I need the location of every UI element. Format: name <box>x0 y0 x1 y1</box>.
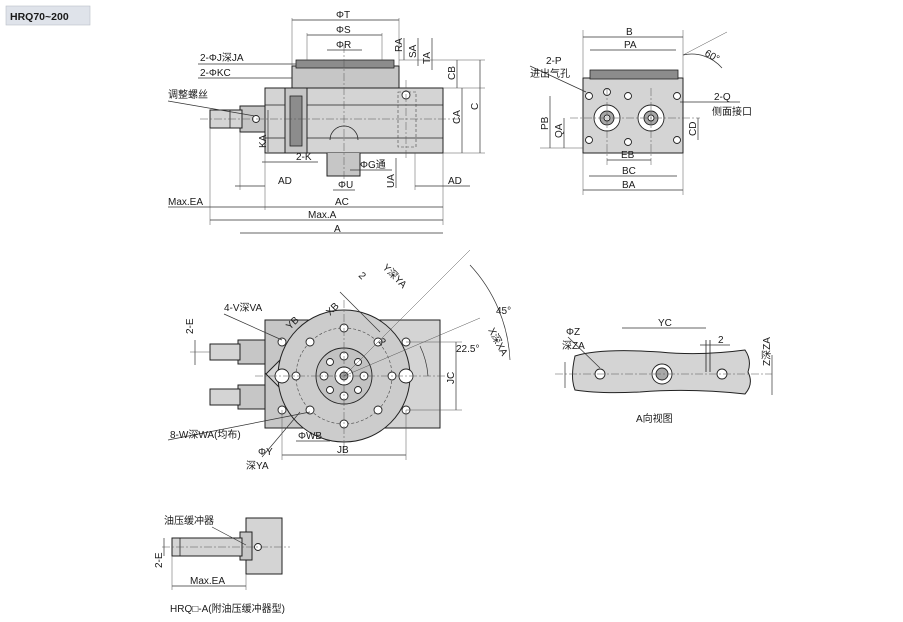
label-adjust-screw: 调整螺丝 <box>168 88 208 101</box>
dim-PA: PA <box>624 40 637 51</box>
caption-buffer-type: HRQ□-A(附油压缓冲器型) <box>170 602 285 615</box>
dim-CA: CA <box>452 110 463 124</box>
dim-BA: BA <box>622 180 636 191</box>
dim-4-V: 4-V深VA <box>224 302 262 314</box>
dim-45deg: 45° <box>496 306 511 317</box>
dim-AD-left: AD <box>278 176 292 187</box>
top-rack-inner <box>289 95 303 147</box>
dim-deep-YA: 深YA <box>246 460 269 472</box>
dim-8-W: 8-W深WA(均布) <box>170 429 241 441</box>
label-side-port: 侧面接口 <box>712 105 752 118</box>
dim-PB: PB <box>540 116 551 130</box>
dim-EB: EB <box>621 150 635 161</box>
dim-MaxEA-buffer: Max.EA <box>190 576 225 587</box>
dim-Z-deep-ZA: Z深ZA <box>761 337 773 366</box>
dim-JC: JC <box>446 372 457 384</box>
front-stub-top <box>237 339 266 365</box>
top-table <box>291 65 400 89</box>
title-badge: HRQ70~200 <box>5 5 91 26</box>
dim-2-top: 2 <box>356 270 368 282</box>
front-screw-top <box>209 343 241 361</box>
series-title: HRQ70~200 <box>10 11 69 23</box>
dim-C: C <box>470 103 481 110</box>
dim-JB: JB <box>337 445 349 456</box>
front-view: 2-E 4-V深VA 8-W深WA(均布) ΦY 深YA ΦWB JB JC X… <box>167 249 511 472</box>
dim-60deg: 60° <box>703 48 722 65</box>
section-view-a: YC ΦZ 深ZA 2 Z深ZA A向视图 <box>555 318 773 425</box>
dim-phiS: ΦS <box>336 25 351 36</box>
side-view: B PA 60° 2-P 进出气孔 2-Q 侧面接口 PB QA CD EB B… <box>529 27 752 195</box>
dim-TA: TA <box>422 52 433 64</box>
label-hydraulic-buffer: 油压缓冲器 <box>164 514 214 527</box>
dim-phiT: ΦT <box>336 10 350 21</box>
dim-Y-deep-YA: Y深YA <box>380 262 409 291</box>
dim-CD: CD <box>688 122 699 136</box>
dim-2-E-buffer: 2-E <box>154 552 165 568</box>
dim-2-Q: 2-Q <box>714 92 731 103</box>
buffer-view: 油压缓冲器 2-E Max.EA HRQ□-A(附油压缓冲器型) <box>154 514 290 615</box>
dim-AD-right: AD <box>448 176 462 187</box>
dim-2-E: 2-E <box>185 318 196 334</box>
dim-BC: BC <box>622 166 636 177</box>
dim-AC: AC <box>335 197 349 208</box>
dim-phiR: ΦR <box>336 40 351 51</box>
dim-phiWB: ΦWB <box>298 431 322 442</box>
dim-phiZ: ΦZ <box>566 327 580 338</box>
top-view: ΦT ΦS ΦR 2-ΦJ深JA 2-ΦKC 调整螺丝 RA SA TA CB … <box>167 10 485 235</box>
dim-2: 2 <box>718 335 724 346</box>
dim-2-phiJ: 2-ΦJ深JA <box>200 52 244 64</box>
top-boss <box>326 153 361 177</box>
dim-MaxA: Max.A <box>308 210 337 221</box>
front-screw-bottom <box>209 388 241 406</box>
dim-SA: SA <box>408 44 419 58</box>
dim-CB: CB <box>447 66 458 80</box>
dim-22-5deg: 22.5° <box>456 344 479 355</box>
dim-phiU: ΦU <box>338 180 353 191</box>
dim-2-K: 2-K <box>296 152 312 163</box>
dim-deep-ZA: 深ZA <box>562 340 585 352</box>
dim-KA: KA <box>258 134 269 148</box>
label-inlet-port: 进出气孔 <box>530 67 570 80</box>
dim-QA: QA <box>554 123 565 138</box>
dim-B: B <box>626 27 633 38</box>
dim-A: A <box>334 224 341 235</box>
caption-view-a: A向视图 <box>636 412 673 425</box>
dim-2-P: 2-P <box>546 56 562 67</box>
dim-UA: UA <box>386 174 397 188</box>
top-table-ring <box>295 59 395 69</box>
dim-MaxEA: Max.EA <box>168 197 203 208</box>
dim-X-deep-XA: X深XA <box>485 326 510 358</box>
dim-2-phiKC: 2-ΦKC <box>200 68 231 79</box>
dim-phiG: ΦG通 <box>360 159 386 171</box>
dim-YC: YC <box>658 318 672 329</box>
side-table <box>589 69 679 80</box>
dim-phiY: ΦY <box>258 447 273 458</box>
dim-RA: RA <box>394 38 405 52</box>
front-stub-bottom <box>237 384 266 410</box>
